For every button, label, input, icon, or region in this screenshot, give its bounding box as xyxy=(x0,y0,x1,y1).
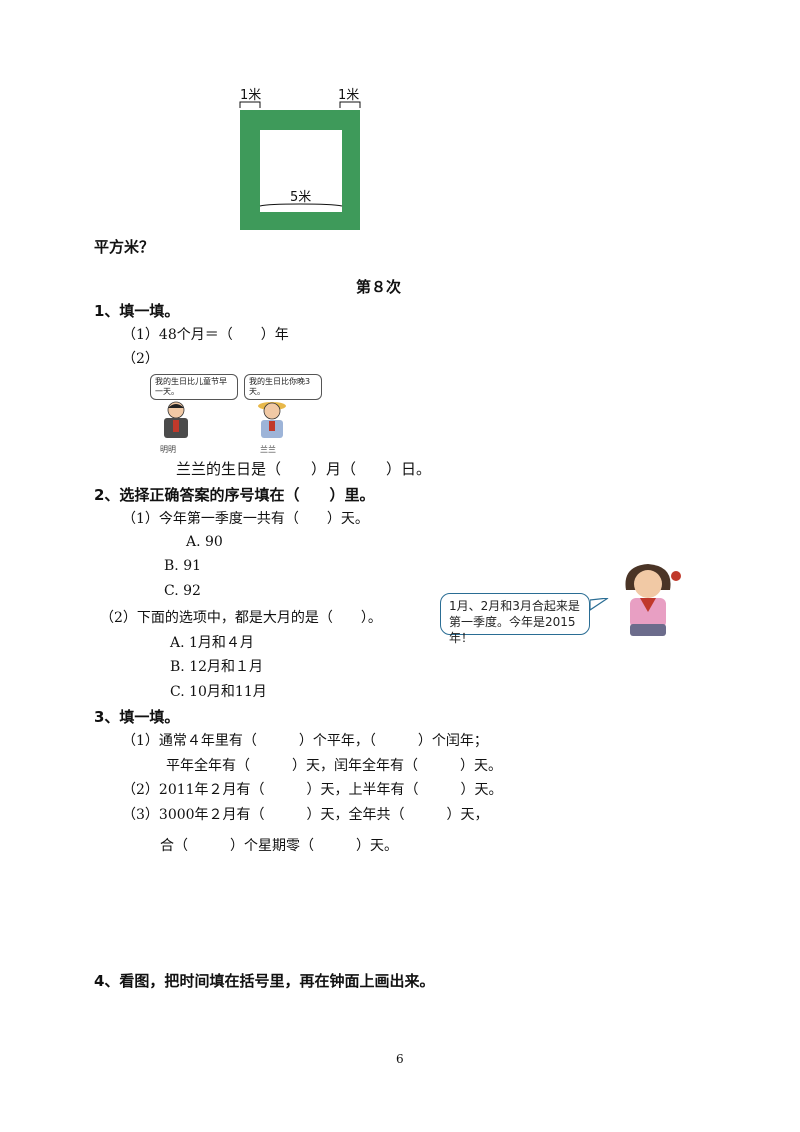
girl-illustration xyxy=(258,402,286,438)
q2-item2: （2）下面的选项中，都是大月的是（ ）。 xyxy=(100,610,382,626)
q2-item1-option-c: C. 92 xyxy=(164,583,201,599)
speech-bubble-right: 我的生日比你晚3天。 xyxy=(244,374,322,400)
q3-title: 3、填一填。 xyxy=(94,708,180,726)
q4-title: 4、看图，把时间填在括号里，再在钟面上画出来。 xyxy=(94,972,435,990)
square-frame-figure: 1米 1米 5米 xyxy=(238,82,364,232)
q3-line1: （1）通常４年里有（ ）个平年，（ ）个闰年； xyxy=(122,733,488,749)
name-left: 明明 xyxy=(160,445,176,454)
dim-label-inner: 5米 xyxy=(290,190,312,205)
bubble-tail xyxy=(590,598,609,611)
inner-square xyxy=(260,130,342,212)
q3-line2: 平年全年有（ ）天，闰年全年有（ ）天。 xyxy=(166,758,502,774)
inner-dimension xyxy=(259,203,343,207)
q2-item1: （1）今年第一季度一共有（ ）天。 xyxy=(122,511,369,527)
q3-line5: 合（ ）个星期零（ ）天。 xyxy=(160,838,398,854)
speech-bubble-left: 我的生日比儿童节早一天。 xyxy=(150,374,238,400)
girl-with-scarf-illustration xyxy=(625,564,681,636)
q1-title: 1、填一填。 xyxy=(94,302,180,320)
dim-label-top-left: 1米 xyxy=(240,88,262,103)
q2-title: 2、选择正确答案的序号填在（ ）里。 xyxy=(94,486,375,504)
dim-label-top-right: 1米 xyxy=(338,88,360,103)
q2-item1-option-a: A. 90 xyxy=(186,534,223,550)
speech-bubble-girl: 1月、2月和3月合起来是第一季度。今年是2015年！ xyxy=(440,593,590,645)
q2-item2-option-b: B. 12月和１月 xyxy=(170,659,264,675)
q2-item2-option-c: C. 10月和11月 xyxy=(170,684,267,700)
boy-illustration xyxy=(164,401,188,438)
intro-tail: 平方米？ xyxy=(94,238,155,256)
name-right: 兰兰 xyxy=(260,445,276,454)
q2-item2-option-a: A. 1月和４月 xyxy=(170,635,254,651)
q3-line4: （3）3000年２月有（ ）天，全年共（ ）天， xyxy=(122,807,489,823)
q2-item1-option-b: B. 91 xyxy=(164,558,202,574)
q1-item2: （2） xyxy=(122,351,159,367)
q3-line3: （2）2011年２月有（ ）天，上半年有（ ）天。 xyxy=(122,782,503,798)
q1-answer: 兰兰的生日是（ ）月（ ）日。 xyxy=(176,460,432,478)
section-title: 第８次 xyxy=(356,278,402,296)
dimension-brackets xyxy=(239,101,361,108)
page-number: 6 xyxy=(396,1052,404,1066)
q1-item1: （1）48个月＝（ ）年 xyxy=(122,327,289,343)
